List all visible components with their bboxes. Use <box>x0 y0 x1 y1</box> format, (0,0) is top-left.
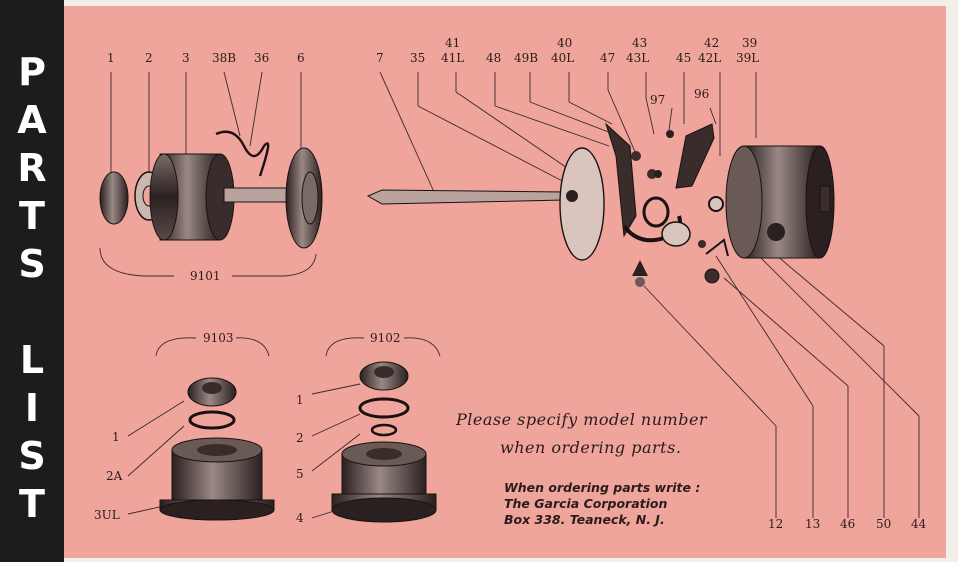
shaft-and-gear-parts <box>366 122 715 287</box>
part-label-42: 42 <box>704 36 720 50</box>
part-label-3: 3 <box>182 51 190 65</box>
part-label-42l: 42L <box>698 51 722 65</box>
part-label-39l: 39L <box>736 51 760 65</box>
part-label-47: 47 <box>600 51 616 65</box>
part-label-3ul: 3UL <box>94 508 120 522</box>
order-notice-line-2: when ordering parts. <box>500 438 682 457</box>
sidebar-letter-i: I <box>24 386 40 430</box>
part-label-5: 5 <box>296 467 304 481</box>
part-label-97: 97 <box>650 93 666 107</box>
order-notice-line-1: Please specify model number <box>456 410 708 429</box>
assembly-label-9102: 9102 <box>368 331 403 345</box>
address-line-1: When ordering parts write : <box>504 480 701 495</box>
part-label-39: 39 <box>742 36 758 50</box>
part-label-2-top: 2 <box>145 51 153 65</box>
part-label-43l: 43L <box>626 51 650 65</box>
sidebar-letter-s: S <box>18 242 46 286</box>
part-label-13: 13 <box>805 517 821 531</box>
assembly-label-9101: 9101 <box>188 269 223 283</box>
part-label-44: 44 <box>911 517 927 531</box>
part-label-41l: 41L <box>441 51 465 65</box>
part-label-40: 40 <box>557 36 573 50</box>
sidebar-letter-t2: T <box>19 482 45 526</box>
part-label-1-9103: 1 <box>112 430 120 444</box>
parts-diagram-sheet: 1 2 3 38B 36 6 7 35 41 41L 48 49B 40 40L… <box>64 6 946 558</box>
part-label-96: 96 <box>694 87 710 101</box>
part-label-1-top: 1 <box>107 51 115 65</box>
leader-lines <box>99 71 920 519</box>
sidebar-letter-s2: S <box>18 434 46 478</box>
part-label-41: 41 <box>445 36 461 50</box>
sidebar-letter-t: T <box>19 194 45 238</box>
part-label-48: 48 <box>486 51 502 65</box>
assembly-label-9103: 9103 <box>201 331 236 345</box>
assembly-9103-parts <box>159 377 275 521</box>
part-label-36: 36 <box>254 51 270 65</box>
part-label-38b: 38B <box>212 51 237 65</box>
part-label-2-9102: 2 <box>296 431 304 445</box>
sidebar-letter-p: P <box>18 50 46 94</box>
part-label-35: 35 <box>410 51 426 65</box>
part-label-7: 7 <box>376 51 384 65</box>
sidebar-letter-r: R <box>17 146 47 190</box>
part-label-40l: 40L <box>551 51 575 65</box>
part-label-6: 6 <box>297 51 305 65</box>
part-label-45: 45 <box>676 51 692 65</box>
part-label-43: 43 <box>632 36 648 50</box>
sidebar-letter-l: L <box>19 338 45 382</box>
assembly-9101-parts <box>99 130 323 249</box>
address-line-2: The Garcia Corporation <box>504 496 668 511</box>
part-label-49b: 49B <box>514 51 539 65</box>
assembly-9102-parts <box>331 361 437 523</box>
part-label-50: 50 <box>876 517 892 531</box>
exploded-view-diagram <box>99 71 920 523</box>
part-label-12: 12 <box>768 517 784 531</box>
part-label-4: 4 <box>296 511 304 525</box>
address-line-3: Box 338. Teaneck, N. J. <box>504 512 665 527</box>
housing-39-part <box>698 145 835 284</box>
part-label-46: 46 <box>840 517 856 531</box>
sidebar-letter-a: A <box>17 98 47 142</box>
part-label-1-9102: 1 <box>296 393 304 407</box>
parts-list-sidebar: P A R T S L I S T <box>0 0 64 562</box>
part-label-2a: 2A <box>106 469 123 483</box>
